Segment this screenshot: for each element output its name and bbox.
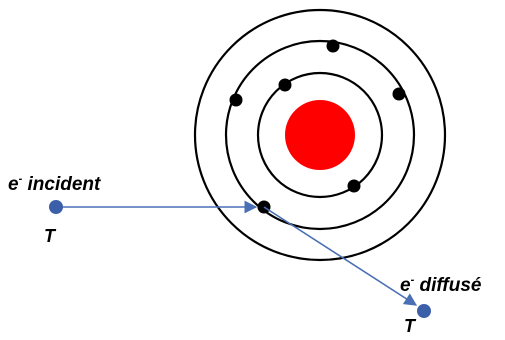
atom — [193, 8, 447, 262]
incident-electron — [49, 200, 63, 214]
inner-shell — [256, 71, 384, 199]
orbital-electron — [392, 87, 406, 101]
diffused-path-arrow — [263, 206, 418, 306]
nucleus — [285, 100, 355, 170]
diffused-energy-label: T — [404, 316, 417, 336]
orbital-electron — [278, 78, 292, 92]
middle-shell — [224, 39, 416, 231]
orbital-electron — [347, 179, 361, 193]
diffused-electron — [417, 304, 431, 318]
outer-shell — [193, 8, 447, 262]
orbital-electron — [229, 93, 243, 107]
incident-energy-label: T — [44, 226, 57, 246]
diffused-electron-label: e- diffusé — [400, 274, 482, 296]
orbital-electron — [326, 39, 340, 53]
incident-electron-label: e- incident — [8, 173, 101, 195]
